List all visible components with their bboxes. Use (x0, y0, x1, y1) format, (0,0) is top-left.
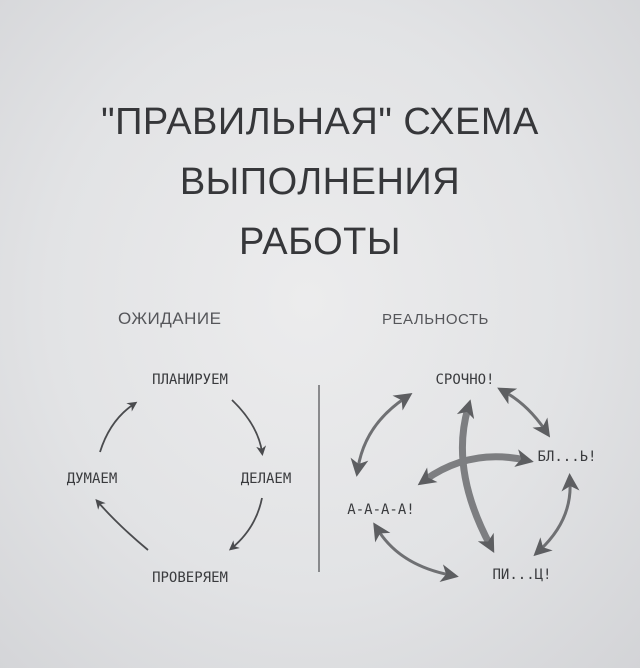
arrow-urgent-swear (497, 387, 551, 438)
cross-arrow-vertical (456, 399, 495, 553)
step-do: ДЕЛАЕМ (241, 471, 292, 487)
node-swear-1: БЛ...Ь! (537, 449, 596, 465)
arrow-urgent-panic (350, 392, 413, 477)
arrow-think-to-plan (99, 401, 138, 453)
arrow-check-to-think (95, 498, 149, 551)
arrow-panic-swear (373, 522, 459, 583)
reality-chaos: СРОЧНО! БЛ...Ь! ПИ...Ц! А-А-А-А! (347, 372, 596, 583)
node-urgent: СРОЧНО! (435, 372, 494, 388)
title-line-2: ВЫПОЛНЕНИЯ (179, 161, 461, 203)
node-swear-2: ПИ...Ц! (492, 567, 551, 583)
expectation-heading: ОЖИДАНИЕ (118, 309, 222, 328)
title-line-1: "ПРАВИЛЬНАЯ" СХЕМА (101, 101, 539, 143)
reality-heading: РЕАЛЬНОСТЬ (382, 311, 489, 328)
arrow-plan-to-do (231, 399, 267, 456)
page-title: "ПРАВИЛЬНАЯ" СХЕМА ВЫПОЛНЕНИЯ РАБОТЫ (60, 92, 580, 272)
step-think: ДУМАЕМ (67, 471, 118, 487)
step-plan: ПЛАНИРУЕМ (152, 372, 228, 388)
title-line-3: РАБОТЫ (238, 221, 402, 263)
expectation-cycle: ПЛАНИРУЕМ ДЕЛАЕМ ПРОВЕРЯЕМ ДУМАЕМ (67, 372, 292, 586)
step-check: ПРОВЕРЯЕМ (152, 570, 228, 586)
node-panic: А-А-А-А! (347, 502, 414, 518)
arrow-do-to-check (228, 497, 263, 551)
cross-arrow-horizontal (417, 449, 534, 486)
arrow-swear-swear (533, 473, 580, 557)
